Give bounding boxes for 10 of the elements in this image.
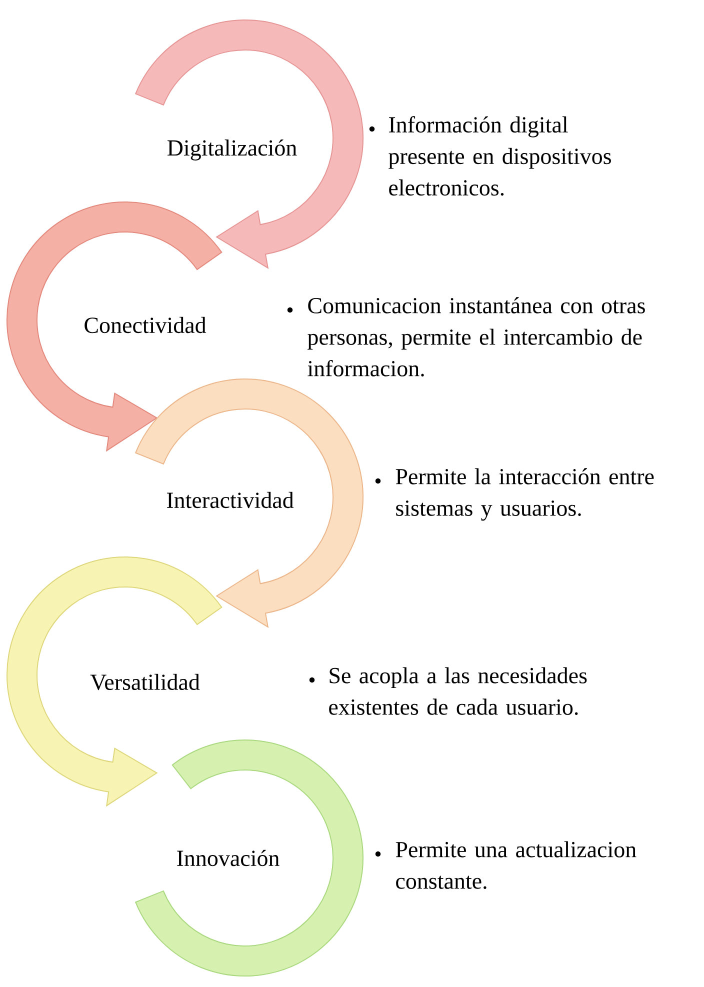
node-label: Digitalización: [168, 140, 297, 160]
bullet-text: Se acopla a las necesidades existentes de cada usuario.: [309, 667, 587, 715]
bullet-text: Permite una actualizacion constante.: [375, 841, 636, 889]
bullet-text: Información digital presente en dispositivos electronicos.: [369, 116, 611, 196]
node-label: Interactividad: [166, 492, 294, 508]
bullet-text: Permite la interacción entre sistemas y usuarios.: [375, 468, 654, 521]
node-label: Versatilidad: [90, 674, 200, 690]
node-label: Innovación: [177, 850, 280, 866]
bullet-text: Comunicacion instantánea con otras personas, permite el intercambio de informacion.: [287, 297, 645, 376]
node-label: Conectividad: [84, 316, 206, 334]
